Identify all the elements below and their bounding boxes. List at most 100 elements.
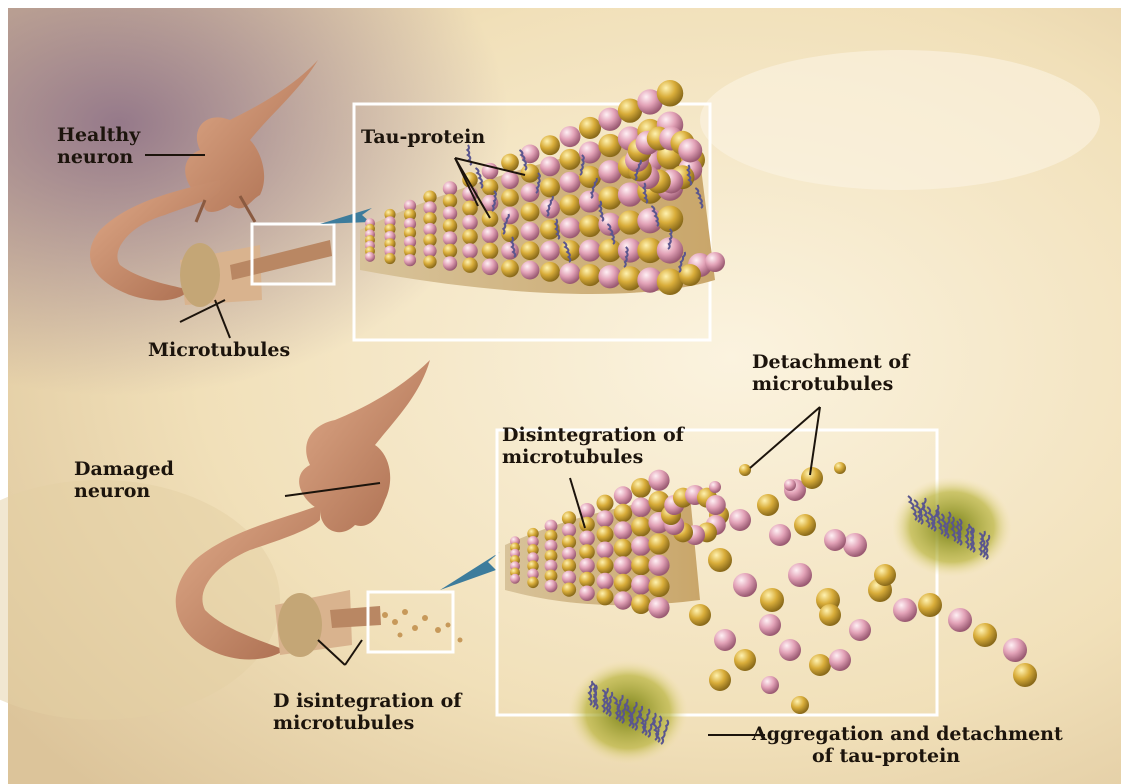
detached-bead <box>761 676 779 694</box>
microtubule-bead <box>501 242 519 260</box>
microtubule-bead <box>614 521 632 539</box>
microtubule-bead <box>462 257 478 273</box>
detached-bead <box>779 639 801 661</box>
microtubule-bead <box>482 259 499 276</box>
microtubule-bead <box>648 470 669 491</box>
protein-bead <box>679 264 701 286</box>
microtubule-bead <box>560 172 581 193</box>
microtubule-bead <box>521 164 540 183</box>
detached-bead <box>874 564 896 586</box>
microtubule-bead <box>631 555 651 575</box>
microtubule-bead <box>501 207 519 225</box>
microtubule-bead <box>614 486 632 504</box>
microtubule-bead <box>579 117 601 139</box>
microtubule-bead <box>443 206 457 220</box>
microtubule-bead <box>706 495 726 515</box>
detached-bead <box>769 524 791 546</box>
microtubule-bead <box>598 186 621 209</box>
detached-bead <box>973 623 997 647</box>
protein-bead <box>705 252 725 272</box>
detached-bead <box>734 649 756 671</box>
microtubule-bead <box>482 211 499 228</box>
detached-bead <box>1013 663 1037 687</box>
microtubule-bead <box>631 575 651 595</box>
microtubule-bead <box>560 263 581 284</box>
microtubule-bead <box>443 219 457 233</box>
microtubule-bead <box>540 156 560 176</box>
microtubule-bead <box>443 256 457 270</box>
detached-bead <box>729 509 751 531</box>
microtubule-bead <box>521 241 540 260</box>
detached-bead <box>791 696 809 714</box>
microtubule-bead <box>540 241 560 261</box>
microtubule-bead <box>648 533 669 554</box>
microtubule-bead <box>404 254 416 266</box>
microtubule-bead <box>501 189 519 207</box>
microtubule-bead <box>521 222 540 241</box>
microtubule-bead <box>462 215 478 231</box>
microtubule-bead <box>678 138 702 162</box>
microtubule-bead <box>482 227 499 244</box>
microtubule-bead <box>579 190 601 212</box>
detached-bead <box>893 598 917 622</box>
microtubule-bead <box>423 255 436 268</box>
detached-bead <box>809 654 831 676</box>
microtubule-bead <box>614 539 632 557</box>
detached-bead <box>1003 638 1027 662</box>
microtubule-bead <box>579 240 601 262</box>
detached-bead <box>843 533 867 557</box>
detached-bead <box>918 593 942 617</box>
detached-bead <box>849 619 871 641</box>
microtubule-bead <box>579 572 595 588</box>
microtubule-bead <box>443 231 457 245</box>
microtubule-bead <box>648 597 669 618</box>
microtubule-bead <box>657 80 684 107</box>
microtubule-bead <box>631 594 651 614</box>
microtubule-bead <box>597 557 614 574</box>
microtubule-bead <box>579 585 595 601</box>
microtubule-bead <box>597 573 614 590</box>
microtubule-bead <box>579 544 595 560</box>
microtubule-bead <box>597 526 614 543</box>
microtubule-bead <box>501 171 519 189</box>
detachment-label: Detachment ofmicrotubules <box>752 351 909 395</box>
disintegration-bottom-label: D isintegration ofmicrotubules <box>273 690 461 734</box>
microtubule-bead <box>462 243 478 259</box>
microtubules-label: Microtubules <box>148 339 290 361</box>
microtubule-bead <box>443 181 457 195</box>
detached-bead <box>824 529 846 551</box>
tau-aggregate-bottom <box>568 660 688 764</box>
microtubule-bead <box>614 591 632 609</box>
microtubule-bead <box>540 135 560 155</box>
detached-bead <box>689 604 711 626</box>
microtubule-bead <box>560 195 581 216</box>
microtubule-bead <box>501 154 519 172</box>
microtubule-bead <box>365 252 375 262</box>
microtubule-bead <box>597 510 614 527</box>
microtubule-bead <box>501 260 519 278</box>
detached-bead <box>794 514 816 536</box>
microtubule-bead <box>443 244 457 258</box>
microtubule-bead <box>597 495 614 512</box>
microtubule-bead <box>527 577 538 588</box>
microtubule-bead <box>657 206 684 233</box>
microtubule-bead <box>540 177 560 197</box>
microtubule-bead <box>648 555 669 576</box>
microtubule-bead <box>579 530 595 546</box>
microtubule-bead <box>560 149 581 170</box>
detached-bead <box>709 481 721 493</box>
microtubule-bead <box>560 126 581 147</box>
microtubule-bead <box>579 264 601 286</box>
aggregation-label: Aggregation and detachmentof tau-protein <box>752 723 1063 767</box>
microtubule-bead <box>482 243 499 260</box>
microtubule-bead <box>521 261 540 280</box>
detached-bead <box>834 462 846 474</box>
microtubule-bead <box>579 215 601 237</box>
detached-bead <box>948 608 972 632</box>
microtubule-bead <box>631 536 651 556</box>
